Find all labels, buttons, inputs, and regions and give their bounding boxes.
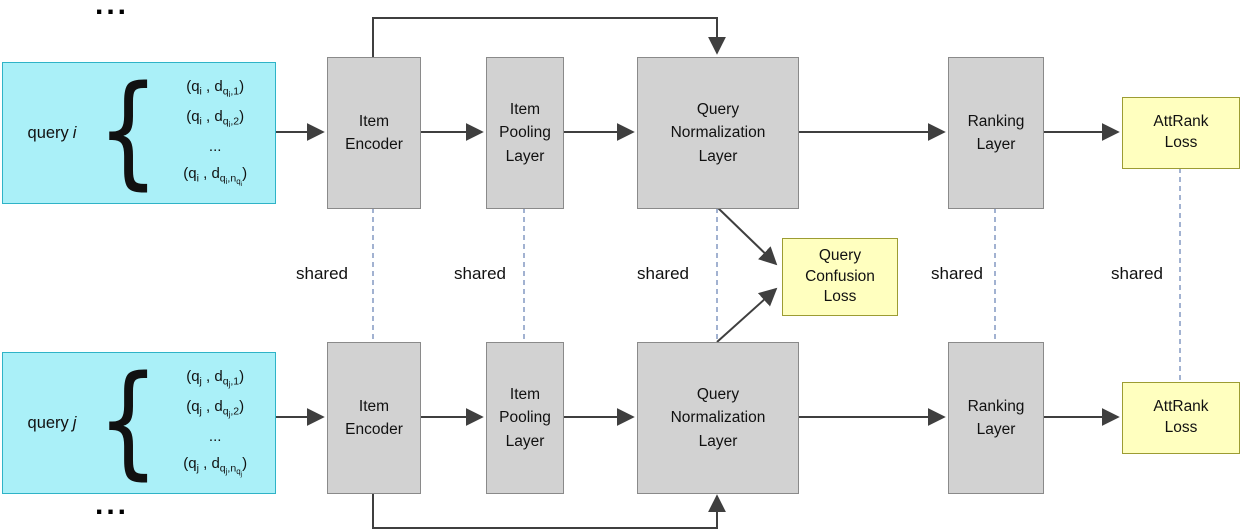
pair-line: (qi , dqi,2): [186, 108, 245, 130]
shared-label-item-pooling: shared: [454, 264, 506, 283]
pair-line-ellipsis: ...: [208, 428, 222, 446]
pair-line: (qj , dqj,1): [186, 367, 245, 389]
query-i-pairs: (qi , dqi,1) (qi , dqi,2) ... (qi , dqi,…: [159, 78, 271, 188]
confusion-loss-arrows: [716, 206, 778, 343]
attrank-loss-j: AttRank Loss: [1122, 382, 1240, 454]
pair-line-ellipsis: ...: [208, 138, 222, 156]
attrank-loss-i: AttRank Loss: [1122, 97, 1240, 169]
query-word: query: [27, 123, 69, 142]
query-j-pairs: (qj , dqj,1) (qj , dqj,2) ... (qj , dqj,…: [159, 368, 271, 478]
arrow-norm-j-to-confusion: [716, 287, 778, 343]
shared-label-item-encoder: shared: [296, 264, 348, 283]
ranking-layer-i: Ranking Layer: [948, 57, 1044, 209]
ranking-layer-j: Ranking Layer: [948, 342, 1044, 494]
shared-label-attrank: shared: [1111, 264, 1163, 283]
query-normalization-layer-j: Query Normalization Layer: [637, 342, 799, 494]
skip-connection-bottom: [372, 492, 726, 529]
pair-line: (qj , dqj,2): [186, 398, 245, 420]
pair-line: (qi , dqi,nqi): [183, 164, 248, 188]
brace-icon: {: [97, 349, 160, 493]
query-var: j: [72, 413, 77, 432]
ellipsis-top: ...: [95, 0, 130, 21]
item-pooling-layer-i: Item Pooling Layer: [486, 57, 564, 209]
pair-line: (qj , dqj,nqj): [183, 454, 248, 478]
arrow-norm-i-to-confusion: [716, 206, 778, 266]
item-encoder-j: Item Encoder: [327, 342, 421, 494]
query-var: i: [72, 123, 77, 142]
query-word: query: [27, 413, 69, 432]
shared-label-query-norm: shared: [637, 264, 689, 283]
pair-line: (qi , dqi,1): [186, 77, 245, 99]
query-confusion-loss: Query Confusion Loss: [782, 238, 898, 316]
skip-connection-top: [372, 17, 726, 57]
query-normalization-layer-i: Query Normalization Layer: [637, 57, 799, 209]
item-pooling-layer-j: Item Pooling Layer: [486, 342, 564, 494]
shared-label-ranking: shared: [931, 264, 983, 283]
item-encoder-i: Item Encoder: [327, 57, 421, 209]
brace-icon: {: [97, 59, 160, 203]
